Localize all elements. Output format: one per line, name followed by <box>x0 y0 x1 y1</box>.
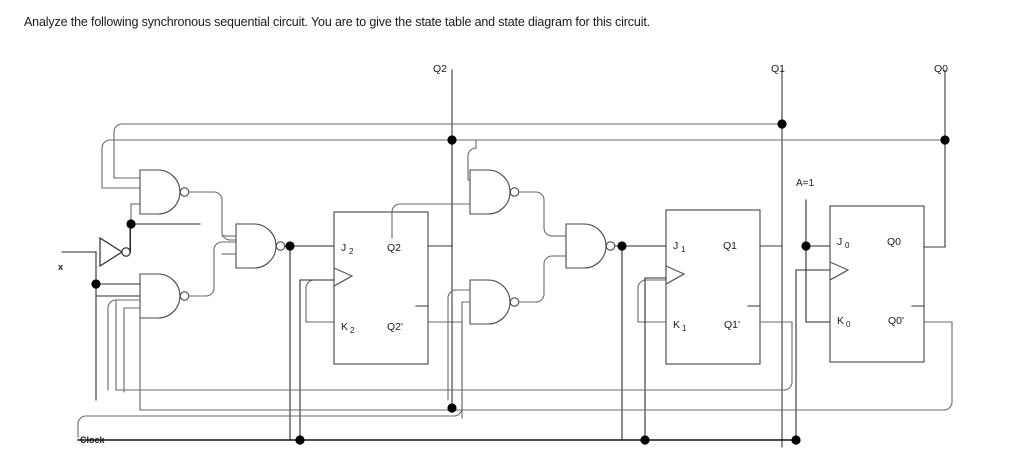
nand-j2 <box>221 223 286 269</box>
nand-lower-mid <box>447 279 520 419</box>
bottom-return-wires <box>115 299 141 411</box>
feedback-bus-top-b <box>101 139 946 189</box>
ff2-k-sub: 2 <box>350 326 355 335</box>
nand-lower-left <box>95 273 190 393</box>
nand-upper-mid-output <box>518 191 567 237</box>
ff0-qn-label: Q0' <box>888 315 904 327</box>
ff1-q-label: Q1 <box>723 240 737 252</box>
ff1-j-label: J <box>673 240 678 252</box>
nand-j1-output <box>614 245 667 441</box>
constant-label-a: A=1 <box>796 178 815 189</box>
junction-clock-ff1 <box>640 435 650 445</box>
input-label-clock: Clock <box>80 435 106 445</box>
inverter-output-wire <box>129 223 201 253</box>
ff0-q-label: Q0 <box>887 236 901 248</box>
junction-q2-bottom <box>447 403 457 413</box>
k1-input-wire <box>637 279 667 323</box>
output-label-q1: Q1 <box>771 63 785 75</box>
junction-inverter-out <box>126 219 136 229</box>
ff1-qn-label: Q1' <box>724 319 740 331</box>
k0-input-wire <box>805 285 831 323</box>
junction-dots <box>91 119 950 445</box>
flipflop-1-qn-wire <box>115 321 793 391</box>
input-label-x: x <box>58 262 63 272</box>
flipflop-1-box <box>665 209 761 365</box>
ff1-k-label: K <box>673 319 680 331</box>
prompt-text: Analyze the following synchronous sequen… <box>24 15 650 29</box>
nand-lower-mid-output <box>518 255 567 303</box>
junction-x-split <box>91 279 101 289</box>
diagram-labels: Q2 Q1 Q0 x Clock A=1 J 2 K 2 Q2 Q2' J 1 … <box>58 63 948 445</box>
constant-a-wire <box>805 199 831 287</box>
ff0-j-sub: 0 <box>845 241 850 250</box>
output-label-q2: Q2 <box>433 63 447 75</box>
flipflop-1-clock-wire <box>644 277 667 441</box>
ff2-j-label: J <box>341 242 346 254</box>
junction-j1k1 <box>617 241 627 251</box>
ff2-qn-label: Q2' <box>387 321 403 333</box>
ff0-k-label: K <box>837 315 844 327</box>
junction-q0-top <box>940 135 950 145</box>
junction-j2k2 <box>285 241 295 251</box>
nand-upper-left <box>101 169 190 225</box>
nand-upper-left-output <box>188 191 237 241</box>
ff2-k-label: K <box>341 321 348 333</box>
inverter-x <box>99 223 131 268</box>
nand-lower-left-output <box>188 241 237 297</box>
output-label-q0: Q0 <box>934 63 948 75</box>
flipflop-0-box <box>829 205 925 363</box>
ff2-j-sub: 2 <box>349 247 354 256</box>
ff0-k-sub: 0 <box>846 320 851 329</box>
junction-clock-ff2 <box>295 435 305 445</box>
junction-a1 <box>801 241 811 251</box>
flipflop-2-box <box>333 211 429 365</box>
nand-j1 <box>551 223 616 269</box>
ff0-j-label: J <box>837 236 842 248</box>
junction-clock-ff0 <box>791 435 801 445</box>
k2-input-wire <box>305 279 335 323</box>
ff2-q-label: Q2 <box>387 242 401 254</box>
flipflop-0-clock-wire <box>795 269 831 441</box>
nand-upper-mid <box>391 140 520 239</box>
feedback-bus-top-a <box>113 123 783 179</box>
junction-q2-bus <box>447 135 457 145</box>
ff1-k-sub: 1 <box>682 324 687 333</box>
x-input-wire <box>61 251 141 401</box>
flipflop-2-clock-wire <box>299 279 335 441</box>
flipflop-0-qn-wire <box>139 321 953 411</box>
junction-q1-top <box>777 119 787 129</box>
ff1-j-sub: 1 <box>681 245 686 254</box>
